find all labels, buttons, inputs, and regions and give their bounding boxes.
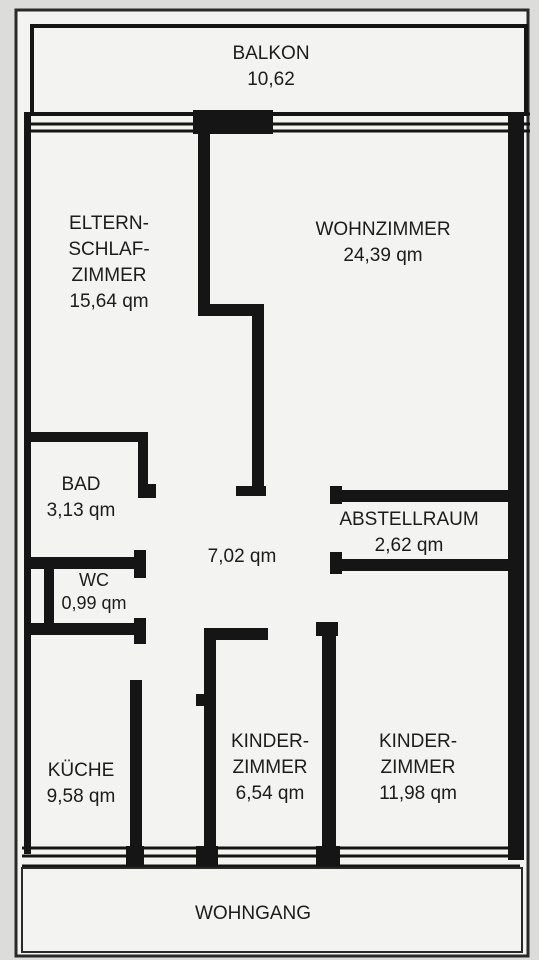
wall-bath-top — [24, 432, 146, 442]
wall-wc-shaft — [44, 567, 54, 629]
room-label-hallway: 7,02 qm — [208, 544, 277, 570]
wall-bedroom-living-lower — [252, 304, 264, 490]
outer-wall-right — [508, 112, 524, 860]
room-name-kids-room-large: KINDER- ZIMMER — [378, 731, 458, 778]
room-area-parents-bedroom: 15,64 qm — [69, 291, 149, 312]
room-area-storage: 2,62 qm — [374, 535, 444, 556]
room-label-corridor: WOHNGANG — [195, 901, 311, 927]
room-area-kitchen: 9,58 qm — [46, 786, 116, 807]
corridor-outline — [21, 867, 523, 953]
room-label-bath: BAD 3,13 qm — [47, 472, 116, 524]
room-area-kids-room-large: 11,98 qm — [379, 783, 457, 804]
room-label-storage: ABSTELLRAUM 2,62 qm — [339, 507, 478, 559]
room-name-wc: WC — [78, 570, 109, 590]
wall-bedroom-living-upper — [198, 130, 210, 310]
door-jamb-storage-bottom — [330, 552, 342, 574]
room-area-bath: 3,13 qm — [46, 500, 116, 521]
room-area-balcony: 10,62 — [247, 69, 295, 90]
wall-wc-right-lower — [134, 618, 146, 644]
room-area-kids-room-small: 6,54 qm — [235, 783, 305, 804]
room-label-balcony: BALKON 10,62 — [232, 41, 309, 93]
wall-wc-top — [24, 557, 146, 569]
room-area-living-room: 24,39 qm — [343, 245, 423, 266]
wall-kids1-left — [204, 628, 216, 852]
door-jamb-storage-top — [330, 486, 342, 504]
room-name-kitchen: KÜCHE — [47, 760, 115, 781]
room-name-parents-bedroom: ELTERN- SCHLAF- ZIMMER — [68, 213, 150, 286]
room-area-hallway: 7,02 qm — [207, 546, 277, 567]
room-label-living-room: WOHNZIMMER 24,39 qm — [315, 217, 450, 269]
room-label-kitchen: KÜCHE 9,58 qm — [47, 758, 116, 810]
room-name-bath: BAD — [61, 474, 101, 495]
door-jamb-bath — [138, 484, 156, 498]
wall-wc-bottom — [24, 623, 144, 635]
wall-storage-top — [330, 490, 510, 502]
room-label-kids-room-small: KINDER- ZIMMER 6,54 qm — [231, 729, 309, 807]
plan-sheet — [14, 8, 530, 958]
room-name-storage: ABSTELLRAUM — [339, 509, 479, 530]
door-jamb-living — [236, 486, 266, 496]
wall-bedroom-living-step — [198, 304, 264, 316]
wall-bath-right — [138, 432, 148, 490]
wall-storage-bottom — [330, 559, 510, 571]
wall-wc-right-upper — [134, 550, 146, 578]
window-top — [30, 112, 530, 133]
door-jamb-kids2 — [316, 622, 338, 636]
room-label-parents-bedroom: ELTERN- SCHLAF- ZIMMER 15,64 qm — [68, 211, 149, 315]
outer-wall-left — [24, 112, 31, 854]
window-bottom — [22, 846, 520, 868]
room-area-wc: 0,99 qm — [61, 593, 127, 613]
room-name-balcony: BALKON — [232, 43, 310, 64]
wall-kids-divider — [322, 622, 336, 852]
room-name-living-room: WOHNZIMMER — [315, 219, 451, 240]
room-name-corridor: WOHNGANG — [194, 903, 312, 924]
room-label-wc: WC 0,99 qm — [61, 569, 126, 615]
wall-kids1-top — [204, 628, 268, 640]
door-jamb-kids1 — [196, 694, 206, 706]
wall-kitchen-right — [130, 680, 142, 852]
room-name-kids-room-small: KINDER- ZIMMER — [230, 731, 310, 778]
room-label-kids-room-large: KINDER- ZIMMER 11,98 qm — [379, 729, 457, 807]
